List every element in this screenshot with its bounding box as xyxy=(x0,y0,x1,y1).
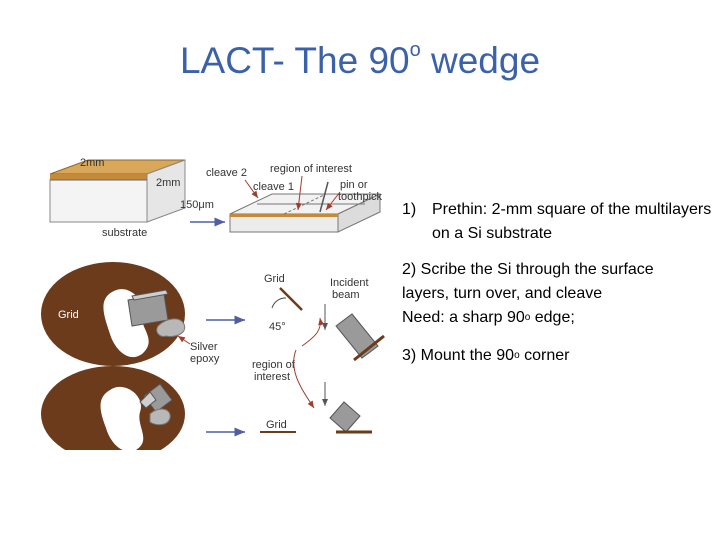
substrate-label: substrate xyxy=(102,227,147,239)
title-text: LACT- The 90 xyxy=(179,40,410,81)
angle-label: 45° xyxy=(269,321,286,333)
title-suffix: wedge xyxy=(420,40,541,81)
grid-upper-label: Grid xyxy=(264,273,285,285)
upper-grid xyxy=(41,262,186,366)
step-1-text: Prethin: 2-mm square of the multilayers … xyxy=(432,201,712,242)
step-2-line-3b: edge; xyxy=(530,309,575,326)
slide-title: LACT- The 90o wedge xyxy=(0,38,720,82)
step-2-line-3: Need: a sharp 90o edge; xyxy=(402,306,712,332)
toothpick-label: toothpick xyxy=(338,191,383,203)
step-1: 1) Prethin: 2-mm square of the multilayer… xyxy=(402,198,712,246)
region-of-label: region of xyxy=(252,359,296,371)
dim-150um: 150μm xyxy=(180,199,214,211)
lower-specimen xyxy=(329,401,372,434)
step-2-line-3a: Need: a sharp 90 xyxy=(402,309,525,326)
grid-lower-label: Grid xyxy=(266,419,287,431)
step-1-number: 1) xyxy=(402,201,417,218)
region-of-interest-top-label: region of interest xyxy=(270,163,352,175)
wedge-preparation-diagram: 2mm 2mm 150μm substrate cleave 2 cleave … xyxy=(41,157,385,450)
epoxy-label: epoxy xyxy=(190,353,220,365)
step-3-superscript: o xyxy=(514,350,520,361)
incident-label: Incident xyxy=(330,277,369,289)
dim-2mm-side: 2mm xyxy=(156,177,180,189)
interest-label: interest xyxy=(254,371,290,383)
cleave1-label: cleave 1 xyxy=(253,181,294,193)
step-2: 2) Scribe the Si through the surface lay… xyxy=(402,258,712,332)
step-3-a: 3) Mount the 90 xyxy=(402,347,515,364)
step-2-line-2: layers, turn over, and cleave xyxy=(402,285,603,302)
grid-left-label: Grid xyxy=(58,309,79,321)
beam-label: beam xyxy=(332,289,360,301)
steps-list: 1) Prethin: 2-mm square of the multilayer… xyxy=(402,198,712,382)
step-2-superscript: o xyxy=(524,312,531,323)
cleave2-label: cleave 2 xyxy=(206,167,247,179)
step-2-line-1: 2) Scribe the Si through the surface xyxy=(402,261,654,278)
dim-2mm-top: 2mm xyxy=(80,157,104,169)
pin-label: pin or xyxy=(340,179,368,191)
lower-grid xyxy=(41,366,185,450)
step-3-b: corner xyxy=(519,347,570,364)
silver-label: Silver xyxy=(190,341,218,353)
sample-block xyxy=(49,159,186,223)
step-3: 3) Mount the 90o corner xyxy=(402,344,712,370)
cleaved-wafer xyxy=(229,193,381,233)
upper-specimen xyxy=(335,313,385,362)
title-superscript: o xyxy=(409,38,421,61)
